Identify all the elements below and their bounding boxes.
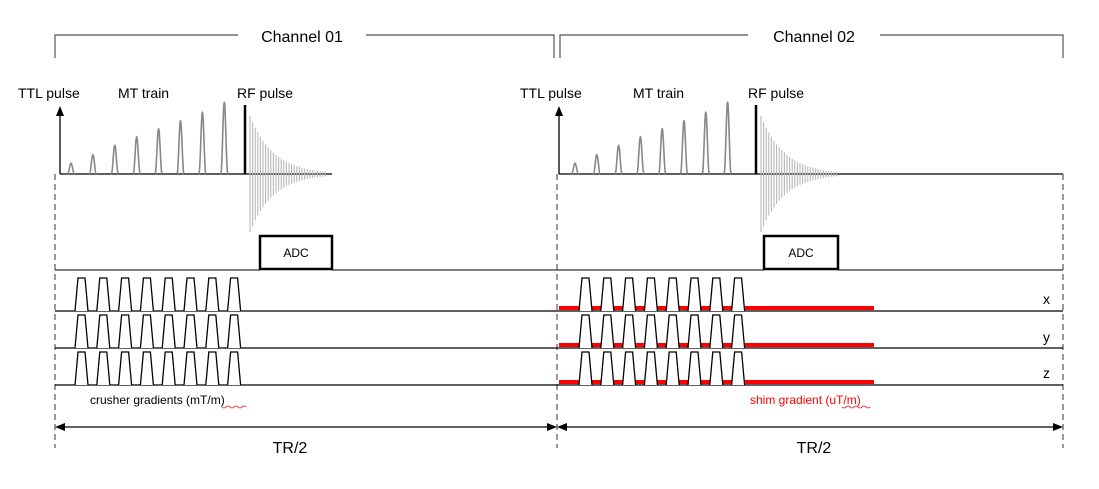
spellcheck-squiggle-1: [221, 405, 247, 409]
channel-01-bracket: [54, 34, 555, 58]
channel-01-label: Channel 01: [261, 29, 343, 46]
ttl-arrowhead-1: [56, 106, 64, 116]
crusher-pulse-y-ch2-4: [643, 314, 659, 349]
mt-pulse-ch2-8: [723, 101, 732, 175]
crusher-pulse-z-ch2-6: [687, 351, 702, 386]
crusher-pulse-y-ch1-8: [226, 314, 242, 349]
crusher-pulse-z-ch1-5: [161, 351, 176, 386]
crusher-pulse-x-ch2-2: [600, 277, 615, 312]
mt-pulse-ch2-5: [657, 127, 667, 175]
crusher-pulse-y-ch1-7: [205, 314, 220, 349]
axis-label-y: y: [1043, 329, 1050, 345]
crusher-pulse-x-ch1-7: [205, 277, 220, 312]
crusher-pulse-z-ch1-8: [226, 351, 242, 386]
mt-pulse-ch2-2: [592, 153, 602, 175]
mt-pulse-ch1-1: [66, 162, 76, 175]
mt-pulse-ch1-8: [220, 101, 229, 175]
crusher-pulse-x-ch2-8: [730, 277, 746, 312]
axis-label-x: x: [1043, 291, 1050, 307]
mt-pulse-ch1-2: [88, 153, 98, 175]
crusher-pulse-z-ch1-7: [205, 351, 220, 386]
crusher-pulse-z-ch2-7: [709, 351, 724, 386]
crusher-pulse-z-ch1-3: [117, 351, 133, 386]
crusher-pulse-y-ch1-3: [117, 314, 133, 349]
mt-pulse-ch1-4: [132, 135, 141, 175]
channel-02-bracket: [559, 34, 1064, 58]
crusher-pulse-x-ch1-5: [161, 277, 176, 312]
crusher-pulse-z-ch1-6: [183, 351, 198, 386]
crusher-pulse-z-ch2-4: [643, 351, 659, 386]
crusher-pulse-z-ch2-1: [578, 351, 593, 386]
mt-pulse-ch2-3: [614, 144, 623, 175]
ttl-arrowhead-2: [555, 106, 563, 116]
crusher-pulse-z-ch1-1: [74, 351, 89, 386]
mt-pulse-ch1-3: [110, 144, 120, 175]
tr-arrowhead-2-left: [557, 423, 567, 431]
crusher-pulse-y-ch2-1: [578, 314, 593, 349]
rf-pulse-label-2: RF pulse: [748, 85, 804, 101]
crusher-pulse-z-ch2-2: [600, 351, 615, 386]
crusher-pulse-y-ch2-2: [600, 314, 615, 349]
mt-pulse-ch1-7: [198, 111, 207, 175]
crusher-gradients-caption: crusher gradients (mT/m): [90, 393, 225, 407]
crusher-pulse-x-ch2-5: [665, 277, 680, 312]
spellcheck-squiggle-2: [841, 405, 871, 409]
tr-arrowhead-1-right: [547, 423, 557, 431]
mt-pulse-ch1-6: [176, 119, 185, 175]
crusher-pulse-y-ch1-2: [96, 314, 111, 349]
dynamic-layer: [66, 101, 837, 386]
crusher-pulse-x-ch1-4: [139, 277, 155, 312]
crusher-pulse-x-ch2-4: [643, 277, 659, 312]
crusher-pulse-y-ch2-5: [665, 314, 680, 349]
crusher-pulse-y-ch1-4: [139, 314, 155, 349]
adc-box-1: [258, 234, 334, 271]
crusher-pulse-x-ch1-6: [183, 277, 198, 312]
adc-label-2: ADC: [788, 246, 814, 260]
crusher-pulse-z-ch1-2: [96, 351, 111, 386]
crusher-pulse-x-ch1-2: [96, 277, 111, 312]
crusher-pulse-z-ch2-3: [621, 351, 637, 386]
crusher-pulse-x-ch2-7: [709, 277, 724, 312]
rf-pulse-label-1: RF pulse: [237, 85, 293, 101]
tr-arrowhead-1-left: [55, 423, 65, 431]
mt-train-label-1: MT train: [118, 85, 169, 101]
mt-pulse-ch2-1: [570, 162, 580, 175]
crusher-pulse-y-ch1-6: [183, 314, 198, 349]
ttl-pulse-label-1: TTL pulse: [18, 85, 80, 101]
crusher-pulse-x-ch2-6: [687, 277, 702, 312]
tr-arrowhead-2-right: [1053, 423, 1063, 431]
crusher-pulse-y-ch2-6: [687, 314, 702, 349]
mt-pulse-ch2-4: [636, 135, 645, 175]
mt-pulse-ch2-7: [701, 111, 711, 175]
crusher-pulse-y-ch2-3: [621, 314, 637, 349]
tr-label-1: TR/2: [273, 440, 308, 457]
axis-label-z: z: [1043, 365, 1050, 381]
shim-gradient-caption: shim gradient (uT/m): [750, 393, 861, 407]
channel-02-label: Channel 02: [773, 29, 855, 46]
adc-box-2: [762, 234, 840, 271]
crusher-pulse-y-ch1-5: [161, 314, 176, 349]
crusher-pulse-x-ch2-1: [578, 277, 593, 312]
crusher-pulse-y-ch2-7: [709, 314, 724, 349]
static-layer: Channel 01 Channel 02 TTL pulse MT train…: [18, 29, 1064, 457]
adc-label-1: ADC: [283, 246, 309, 260]
tr-label-2: TR/2: [797, 440, 832, 457]
mt-train-label-2: MT train: [633, 85, 684, 101]
crusher-pulse-x-ch1-8: [226, 277, 242, 312]
mt-pulse-ch1-5: [154, 127, 163, 175]
ttl-pulse-label-2: TTL pulse: [520, 85, 582, 101]
crusher-pulse-z-ch1-4: [139, 351, 155, 386]
mt-pulse-ch2-6: [679, 119, 689, 175]
crusher-pulse-y-ch1-1: [74, 314, 89, 349]
crusher-pulse-z-ch2-8: [730, 351, 746, 386]
crusher-pulse-x-ch1-3: [117, 277, 133, 312]
crusher-pulse-x-ch1-1: [74, 277, 89, 312]
crusher-pulse-y-ch2-8: [730, 314, 746, 349]
crusher-pulse-z-ch2-5: [665, 351, 680, 386]
crusher-pulse-x-ch2-3: [621, 277, 637, 312]
